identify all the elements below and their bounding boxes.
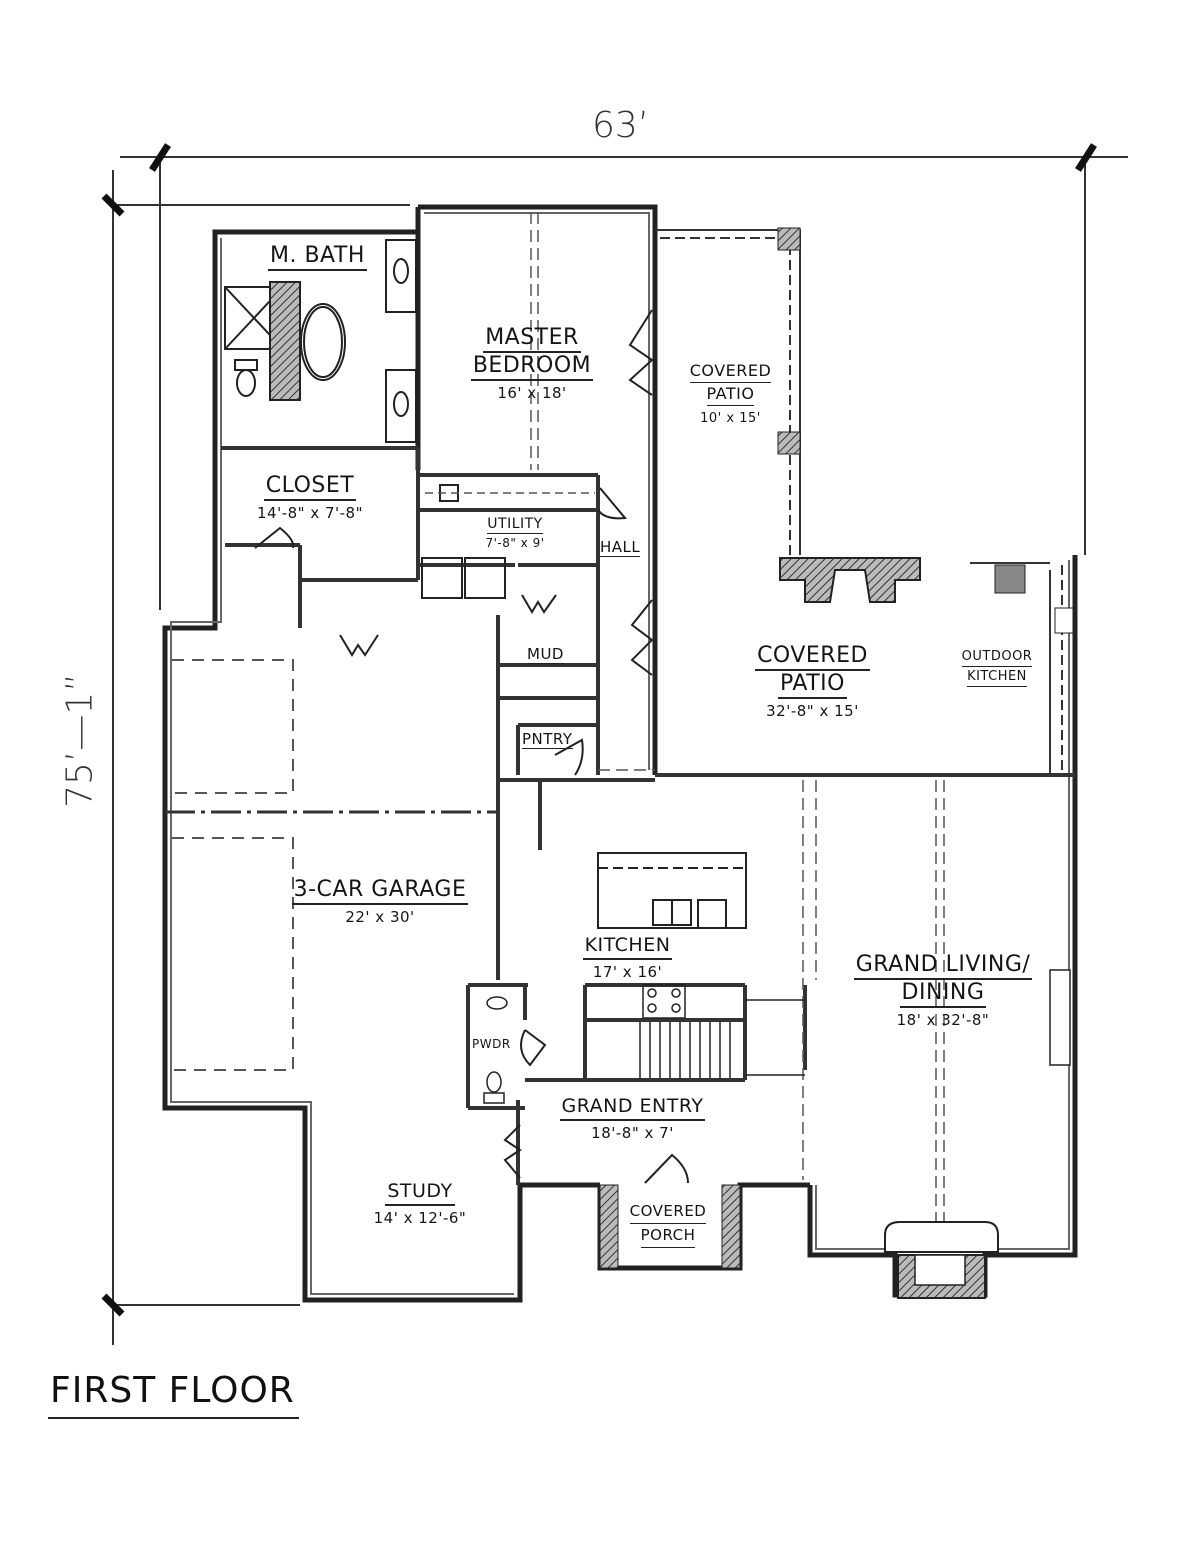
room-covered-patio-small: COVERED PATIO 10' x 15' <box>689 361 772 426</box>
room-master-bath: M. BATH <box>268 243 367 271</box>
grill <box>994 564 1026 594</box>
stairs <box>639 999 805 1078</box>
door-swings <box>254 309 689 1184</box>
plan-title: FIRST FLOOR <box>48 1370 299 1419</box>
dimension-lines <box>112 156 1128 1345</box>
room-mud: MUD <box>527 645 564 664</box>
kitchen-island <box>597 852 747 929</box>
room-kitchen: KITCHEN 17' x 16' <box>582 934 673 981</box>
room-name: M. BATH <box>268 243 367 271</box>
porch-column-left <box>599 1184 619 1269</box>
beam-lines <box>530 212 945 1245</box>
cooktop <box>642 984 686 1019</box>
garage-parking-lines <box>172 659 294 1071</box>
powder-fixtures <box>483 996 508 1104</box>
room-utility: UTILITY 7'-8" x 9' <box>485 516 545 550</box>
room-grand-living: GRAND LIVING/ DINING 18' x 32'-8" <box>853 952 1033 1029</box>
room-outdoor-kitchen: OUTDOOR KITCHEN <box>952 647 1042 687</box>
porch-column-right <box>721 1184 741 1269</box>
covered-patio-large-outline <box>655 562 1075 777</box>
room-grand-entry: GRAND ENTRY 18'-8" x 7' <box>559 1095 706 1142</box>
built-in-cabinet <box>1049 969 1071 1066</box>
master-bath-fixtures <box>224 239 417 443</box>
depth-dimension: 75’—1” <box>59 673 101 808</box>
washer-dryer <box>421 557 506 599</box>
outdoor-sink <box>1054 607 1074 634</box>
room-covered-patio-large: COVERED PATIO 32'-8" x 15' <box>755 643 870 720</box>
room-pantry: PNTRY <box>522 730 573 749</box>
bay-window <box>884 1221 999 1253</box>
room-study: STUDY 14' x 12'-6" <box>373 1180 467 1227</box>
room-covered-porch: COVERED PORCH <box>618 1200 718 1248</box>
fireplace-outdoor <box>779 557 921 603</box>
width-dimension: 63’ <box>592 105 650 146</box>
room-powder: PWDR <box>472 1037 511 1051</box>
room-closet: CLOSET 14'-8" x 7'-8" <box>256 473 363 522</box>
room-hall: HALL <box>600 538 641 557</box>
dimension-ticks <box>101 143 1097 1317</box>
interior-walls <box>165 446 807 1185</box>
room-master-bedroom: MASTER BEDROOM 16' x 18' <box>462 325 602 403</box>
room-garage: 3-CAR GARAGE 22' x 30' <box>291 877 469 926</box>
room-size: 16' x 18' <box>497 384 567 402</box>
